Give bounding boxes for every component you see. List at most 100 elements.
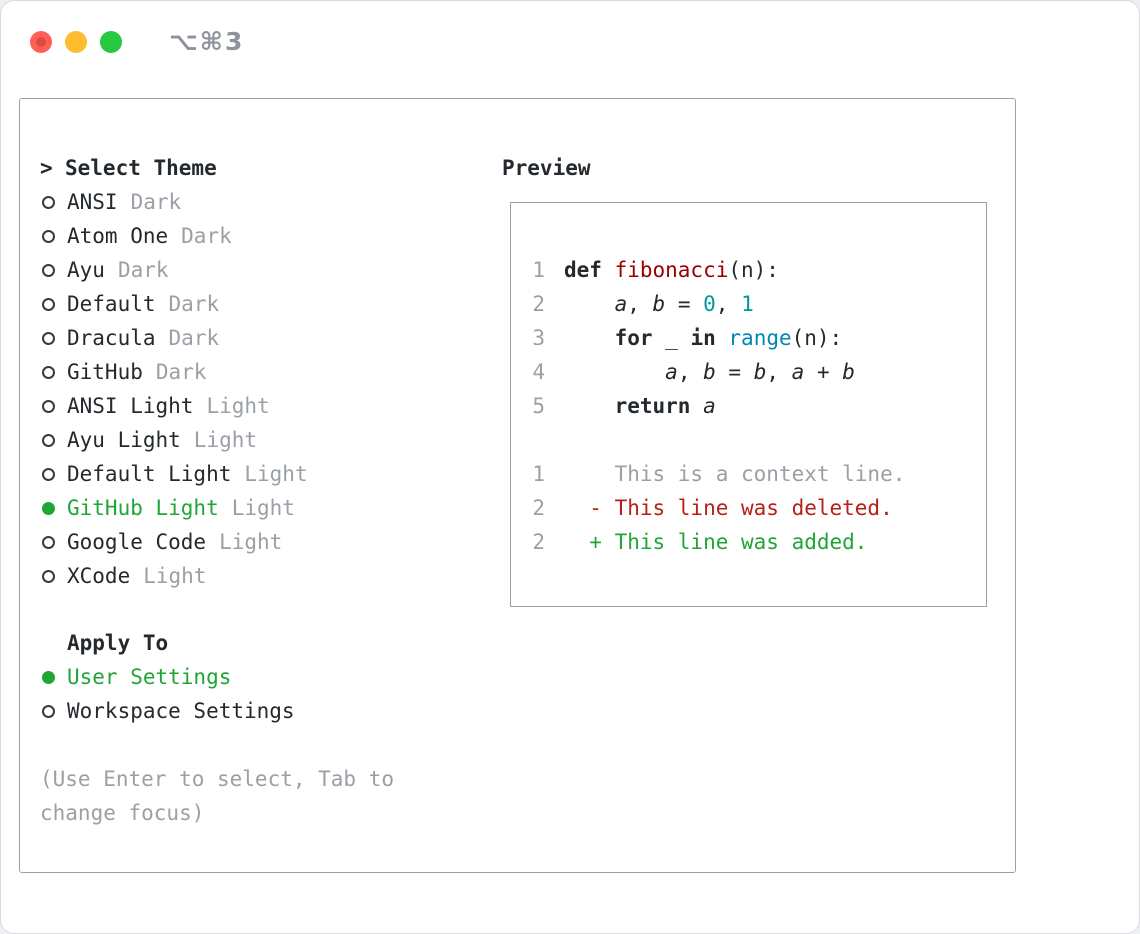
radio-selected-icon	[42, 501, 55, 515]
hint-text: change focus)	[40, 801, 205, 825]
code-token: =	[665, 292, 704, 316]
code-token	[564, 326, 615, 350]
code-line: 1 This is a context line.	[531, 457, 986, 491]
code-token: range	[728, 326, 792, 350]
radio-icon	[42, 263, 55, 277]
theme-variant: Light	[244, 462, 308, 486]
theme-option-github-light[interactable]: GitHub Light Light	[40, 491, 502, 525]
theme-option-github[interactable]: GitHub Dark	[40, 355, 502, 389]
code-token: a	[614, 292, 628, 316]
theme-variant: Light	[193, 428, 258, 452]
theme-name: Dracula	[67, 326, 156, 350]
theme-name: Ayu Light	[67, 428, 181, 452]
theme-name: GitHub	[67, 360, 143, 384]
radio-icon	[42, 297, 55, 311]
theme-variant: Light	[231, 496, 295, 520]
keyboard-hint: (Use Enter to select, Tab to change focus…	[40, 762, 502, 830]
theme-option-default-light[interactable]: Default Light Light	[40, 457, 502, 491]
code-text: return a	[564, 394, 716, 418]
theme-option-xcode[interactable]: XCode Light	[40, 559, 502, 593]
code-line: 3 for _ in range(n):	[531, 321, 986, 355]
code-token: This is a context line.	[564, 462, 906, 486]
theme-name: XCode	[67, 564, 131, 588]
radio-icon	[42, 331, 55, 345]
radio-icon	[42, 704, 55, 718]
select-theme-header: > Select Theme	[40, 151, 502, 185]
theme-name: Ayu	[67, 258, 105, 282]
line-number: 2	[532, 496, 545, 520]
radio-selected-icon	[42, 670, 55, 684]
code-token: in	[690, 326, 716, 350]
theme-variant: Dark	[168, 292, 220, 316]
line-number: 5	[532, 394, 545, 418]
theme-variant: Dark	[168, 326, 220, 350]
code-text: + This line was added.	[564, 530, 867, 554]
code-token: +	[804, 360, 843, 384]
theme-name: ANSI	[67, 190, 118, 214]
theme-option-ayu-light[interactable]: Ayu Light Light	[40, 423, 502, 457]
titlebar: ⌥⌘3	[30, 27, 244, 56]
radio-icon	[42, 365, 55, 379]
code-text: This is a context line.	[564, 462, 906, 486]
radio-icon	[42, 569, 55, 583]
theme-option-ansi[interactable]: ANSI Dark	[40, 185, 502, 219]
close-button[interactable]	[30, 30, 52, 53]
code-line: 2 a, b = 0, 1	[531, 287, 986, 321]
hint-text: (Use Enter to select, Tab to	[40, 767, 395, 791]
line-number: 2	[532, 530, 545, 554]
code-text: a, b = b, a + b	[564, 360, 855, 384]
radio-icon	[42, 195, 55, 209]
line-number: 4	[532, 360, 545, 384]
radio-icon	[42, 399, 55, 413]
code-token: =	[715, 360, 754, 384]
theme-name: GitHub Light	[67, 496, 219, 520]
code-token: ,	[766, 360, 792, 384]
theme-option-default[interactable]: Default Dark	[40, 287, 502, 321]
cursor-prefix-icon: >	[40, 156, 53, 180]
code-token	[716, 326, 729, 350]
code-token: return	[614, 394, 691, 418]
theme-variant: Light	[206, 394, 270, 418]
theme-option-ansi-light[interactable]: ANSI Light Light	[40, 389, 502, 423]
code-token	[690, 394, 703, 418]
code-line: 4 a, b = b, a + b	[531, 355, 986, 389]
code-token: b	[652, 292, 666, 316]
code-token: for	[614, 326, 653, 350]
code-token	[564, 292, 615, 316]
theme-name: ANSI Light	[67, 394, 194, 418]
theme-name: Google Code	[67, 530, 207, 554]
minimize-button[interactable]	[65, 30, 87, 53]
code-line: 5 return a	[531, 389, 986, 423]
code-line	[531, 423, 986, 457]
code-token	[564, 394, 615, 418]
code-token	[564, 360, 665, 384]
line-number: 2	[532, 292, 545, 316]
apply-option-user-settings[interactable]: User Settings	[40, 660, 502, 694]
line-number: 1	[532, 258, 545, 282]
select-theme-title: Select Theme	[65, 156, 217, 180]
code-token: + This line was added.	[564, 530, 868, 554]
apply-option-workspace-settings[interactable]: Workspace Settings	[40, 694, 502, 728]
apply-option-label: Workspace Settings	[67, 699, 295, 723]
line-number: 3	[532, 326, 545, 350]
code-token: b	[842, 360, 855, 384]
theme-name: Default Light	[67, 462, 232, 486]
code-token: a	[703, 394, 716, 418]
theme-variant: Light	[143, 564, 207, 588]
code-token: ,	[677, 360, 704, 384]
code-token: (n):	[791, 326, 843, 350]
code-token: _	[652, 326, 691, 350]
apply-to-header: Apply To	[40, 626, 502, 660]
theme-variant: Dark	[155, 360, 207, 384]
theme-variant: Dark	[130, 190, 182, 214]
theme-option-dracula[interactable]: Dracula Dark	[40, 321, 502, 355]
theme-name: Default	[67, 292, 156, 316]
code-token: 0	[703, 292, 716, 316]
zoom-button[interactable]	[100, 30, 122, 53]
